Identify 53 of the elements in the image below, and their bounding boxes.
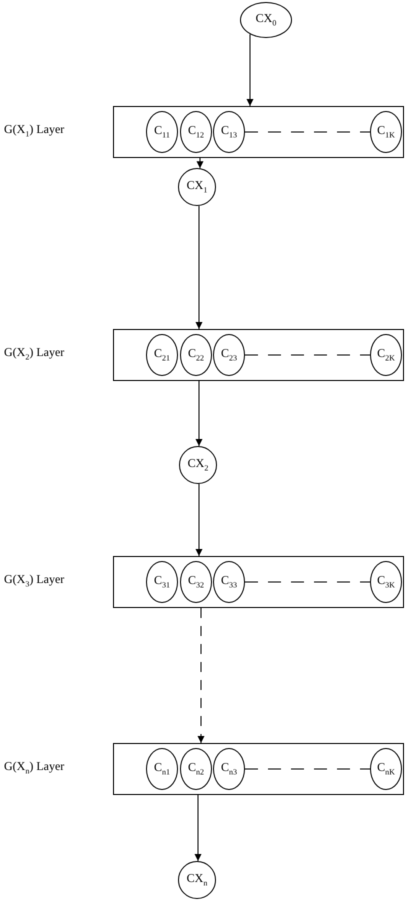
circle-node bbox=[180, 748, 212, 790]
node-label: C$_{1K}$ bbox=[377, 124, 395, 140]
circle-node bbox=[180, 111, 212, 153]
circle-node bbox=[146, 561, 178, 603]
circle-node bbox=[146, 748, 178, 790]
node-label: C$_{11}$ bbox=[154, 124, 170, 140]
node-label: C$_{13}$ bbox=[220, 124, 237, 140]
arrow bbox=[198, 608, 204, 744]
connector-line bbox=[244, 354, 370, 356]
arrow bbox=[196, 205, 202, 330]
layer-label: G(X$_{n}$) Layer bbox=[4, 759, 64, 776]
node-label: CX$_{0}$ bbox=[256, 12, 276, 28]
node-label: C$_{2K}$ bbox=[377, 347, 395, 363]
layer-label: G(X$_{1}$) Layer bbox=[4, 122, 64, 138]
layer-label: G(X$_{2}$) Layer bbox=[4, 345, 64, 362]
node-label: CX$_{1}$ bbox=[186, 179, 208, 195]
ellipse-node bbox=[240, 2, 292, 38]
node-label: C$_{31}$ bbox=[154, 574, 170, 590]
node-label: C$_{nK}$ bbox=[377, 761, 395, 777]
layer-label: G(X$_{3}$) Layer bbox=[4, 572, 64, 588]
node-label: C$_{12}$ bbox=[188, 124, 204, 140]
node-label: CX$_{2}$ bbox=[188, 457, 208, 473]
node-label: C$_{n1}$ bbox=[154, 761, 170, 777]
circle-node bbox=[146, 111, 178, 153]
circle-node bbox=[213, 111, 245, 153]
circle-node bbox=[178, 861, 216, 899]
connector-line bbox=[244, 768, 370, 770]
node-label: C$_{21}$ bbox=[154, 347, 170, 363]
node-label: C$_{22}$ bbox=[188, 347, 204, 363]
node-label: C$_{32}$ bbox=[188, 574, 204, 590]
circle-node bbox=[179, 446, 217, 484]
node-label: C$_{n3}$ bbox=[220, 761, 237, 777]
circle-node bbox=[180, 561, 212, 603]
node-label: C$_{23}$ bbox=[220, 347, 237, 363]
circle-node bbox=[213, 748, 245, 790]
node-label: C$_{n2}$ bbox=[188, 761, 204, 777]
arrow bbox=[194, 794, 202, 862]
circle-node bbox=[370, 561, 402, 603]
node-label: C$_{3K}$ bbox=[377, 574, 395, 590]
circle-node bbox=[213, 334, 245, 376]
arrow bbox=[196, 483, 202, 556]
circle-node bbox=[146, 334, 178, 376]
node-label: CX$_{n}$ bbox=[186, 872, 208, 888]
circle-node bbox=[180, 334, 212, 376]
circle-node bbox=[178, 168, 216, 206]
circle-node bbox=[213, 561, 245, 603]
arrow bbox=[246, 34, 254, 106]
node-label: C$_{33}$ bbox=[220, 574, 237, 590]
circle-node bbox=[370, 748, 402, 790]
arrow bbox=[196, 158, 204, 169]
arrow bbox=[196, 380, 202, 447]
circle-node bbox=[370, 334, 402, 376]
circle-node bbox=[370, 111, 402, 153]
